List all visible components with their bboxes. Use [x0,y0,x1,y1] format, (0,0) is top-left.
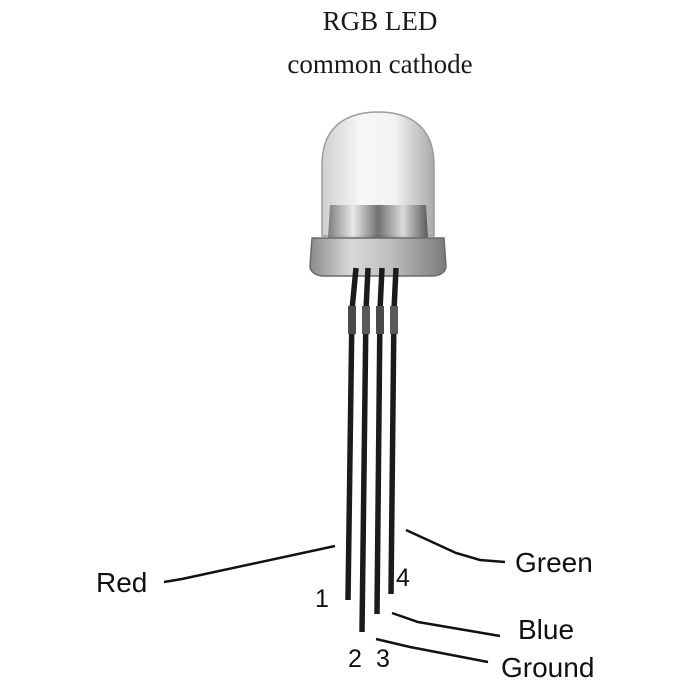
led-flange [309,237,447,277]
callout-ground [375,637,489,664]
pin-number-3: 3 [376,645,390,673]
led-body [309,111,447,277]
pin-number-1: 1 [315,585,329,613]
lead-collar-1 [348,306,356,334]
lead-collar-2 [362,306,370,334]
label-blue: Blue [518,614,575,645]
led-inner-die [328,205,428,238]
lead-collar-4 [390,306,398,334]
label-red: Red [96,567,148,598]
callout-green [405,528,506,564]
pin-number-4: 4 [396,564,410,592]
label-ground: Ground [501,652,595,683]
callout-red [163,544,336,584]
pin-number-2: 2 [348,645,362,673]
diagram-title: RGB LED [322,6,438,36]
lead-collar-3 [376,306,384,334]
diagram-subtitle: common cathode [287,49,473,79]
led-leads [345,267,399,633]
callout-lines [163,528,506,664]
callout-blue [391,611,501,638]
label-green: Green [515,547,593,578]
